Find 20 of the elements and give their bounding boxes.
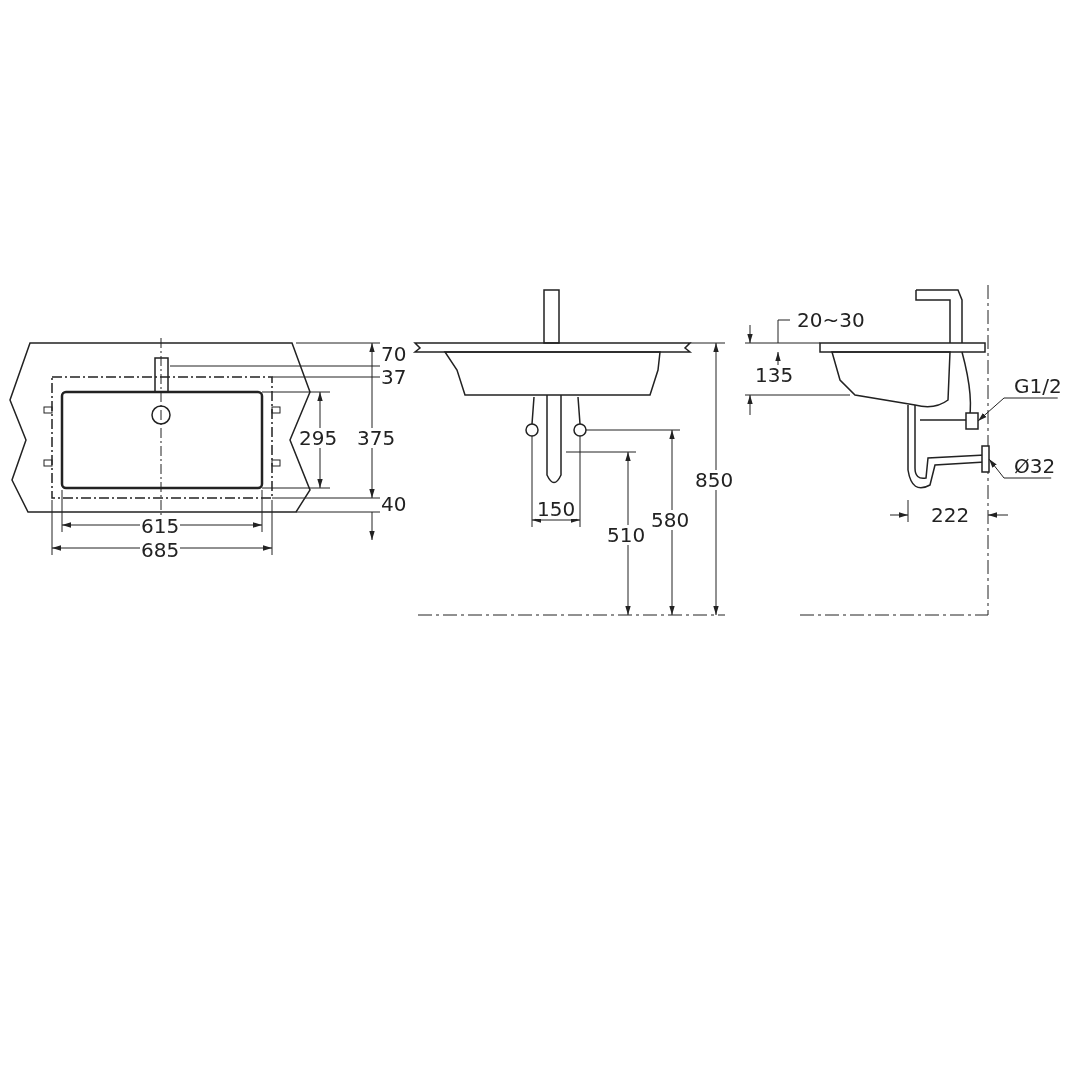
dimension-label: 295: [298, 428, 339, 448]
pipe-flange: [981, 445, 990, 473]
leader-line: [988, 458, 1052, 479]
dimension-label: 135: [754, 365, 795, 385]
dimension-label: 70: [380, 344, 408, 364]
dimension-label: 37: [380, 367, 408, 387]
dimension-label: 685: [140, 540, 181, 560]
callout-label: G1/2: [1012, 374, 1064, 398]
dimension-label: 40: [380, 494, 408, 514]
dimension-label: 510: [606, 525, 647, 545]
valve-connection: [965, 412, 979, 430]
dimension-label: 580: [650, 510, 691, 530]
dimension-label: 20~30: [796, 310, 866, 330]
dimension-label: 850: [694, 470, 735, 490]
leader-line: [977, 397, 1059, 422]
dimension-label: 615: [140, 516, 181, 536]
dimension-label: 375: [356, 428, 397, 448]
callout-label: Ø32: [1012, 454, 1058, 478]
dimension-label: 150: [536, 499, 577, 519]
dimension-label: 222: [930, 505, 971, 525]
